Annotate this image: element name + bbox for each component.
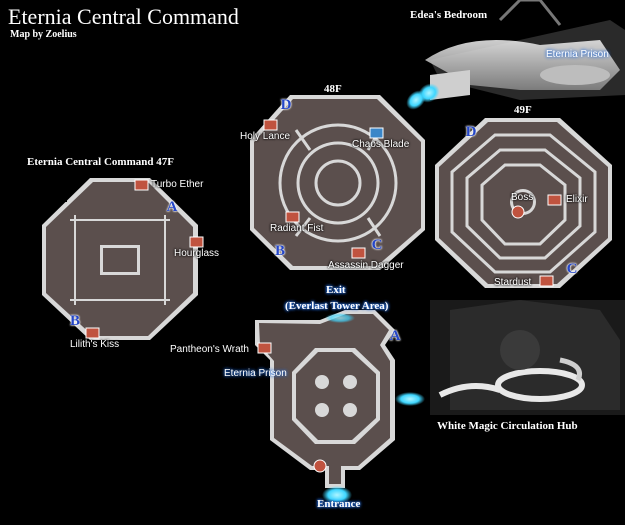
- label-stardust: Stardust: [494, 277, 532, 288]
- label-turbo-ether: Turbo Ether: [151, 179, 204, 190]
- marker-b-48f: B: [274, 243, 285, 259]
- floor-47f-label: Eternia Central Command 47F: [27, 156, 174, 168]
- label-holy-lance: Holy Lance: [240, 131, 291, 142]
- white-magic-hub-render: [430, 300, 625, 415]
- edea-bedroom-label: Edea's Bedroom: [410, 9, 488, 21]
- label-boss: Boss: [511, 192, 534, 203]
- chest-pantheons-wrath: [257, 342, 272, 354]
- chest-hourglass: [189, 236, 204, 248]
- chest-liliths-kiss: [85, 327, 100, 339]
- chest-radiant-fist: [285, 211, 300, 223]
- marker-a-main: A: [389, 328, 401, 344]
- prison-top-label: Eternia Prison: [546, 49, 609, 60]
- label-hourglass: Hourglass: [174, 248, 220, 259]
- save-point-icon: [313, 459, 327, 473]
- chest-assassin-dagger: [351, 247, 366, 259]
- exit-area-label: (Everlast Tower Area): [285, 300, 389, 312]
- marker-b-47f: B: [69, 313, 80, 329]
- edea-bedroom-render: [414, 0, 625, 107]
- label-pantheons-wrath: Pantheon's Wrath: [170, 344, 249, 355]
- chest-elixir: [547, 194, 562, 206]
- chest-icons: [85, 119, 562, 473]
- marker-c-49f: C: [566, 261, 578, 277]
- label-elixir: Elixir: [566, 194, 588, 205]
- floor-49f-label: 49F: [514, 104, 532, 116]
- marker-a-47f: A: [166, 199, 178, 215]
- prison-left-label: Eternia Prison: [224, 368, 287, 379]
- floor-48f-map: [250, 86, 430, 270]
- chest-chaos-blade: [369, 127, 384, 139]
- map-title: Eternia Central Command: [8, 4, 239, 29]
- hub-label: White Magic Circulation Hub: [437, 420, 578, 432]
- chest-holy-lance: [263, 119, 278, 131]
- entrance-label: Entrance: [317, 498, 361, 510]
- label-chaos-blade: Chaos Blade: [352, 139, 410, 150]
- label-assassin-dagger: Assassin Dagger: [328, 260, 404, 271]
- floor-main-map: [255, 310, 425, 504]
- label-radiant-fist: Radiant Fist: [270, 223, 324, 234]
- floor-49f-map: [435, 118, 612, 288]
- floor-48f-label: 48F: [324, 83, 342, 95]
- map-credit: Map by Zoelius: [10, 29, 77, 40]
- label-liliths-kiss: Lilith's Kiss: [70, 339, 120, 350]
- chest-turbo-ether: [134, 179, 149, 191]
- floor-47f-map: [42, 178, 198, 340]
- marker-c-48f: C: [371, 237, 383, 253]
- marker-d-48f: D: [280, 97, 292, 113]
- chest-stardust: [539, 275, 554, 287]
- exit-label: Exit: [326, 284, 346, 296]
- marker-d-49f: D: [465, 124, 477, 140]
- boss-icon: [511, 205, 525, 219]
